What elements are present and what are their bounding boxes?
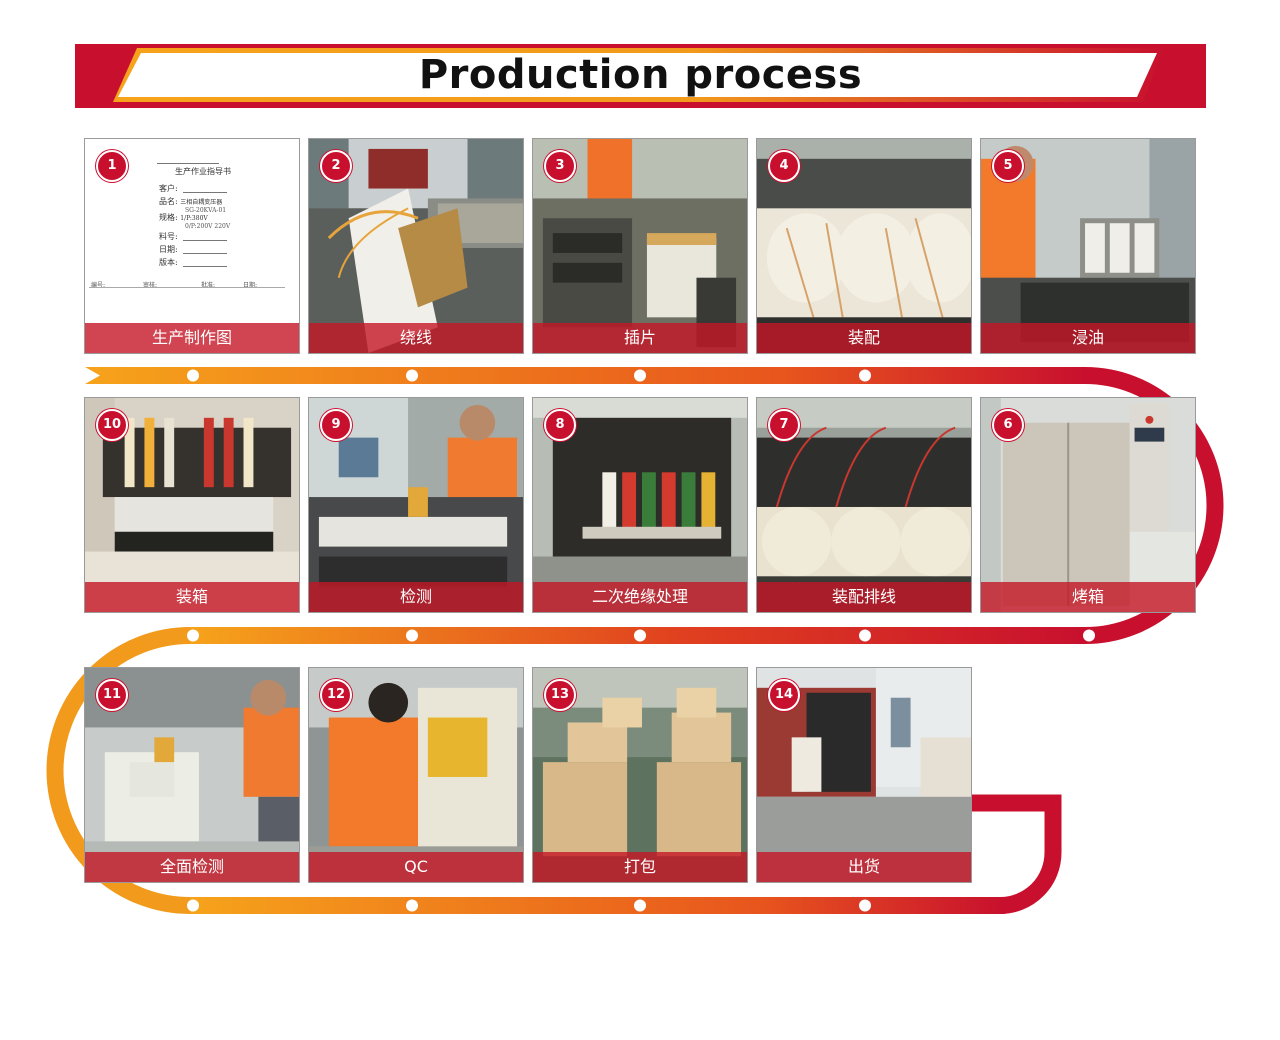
step-caption: 生产制作图 [85,323,299,353]
header-banner: Production process [75,44,1206,108]
step-6-tile: 6 烤箱 [980,397,1196,613]
document-row: 版本: [159,258,178,267]
step-9-tile: 9 检测 [308,397,524,613]
document-row: 客户: [159,184,178,193]
document-row-value: 0/P:200V 220V [185,223,231,230]
document-row: 日期: [159,245,178,254]
path-turn-left [46,627,191,914]
step-13-tile: 13 打包 [532,667,748,883]
step-number-badge: 11 [96,679,128,711]
step-caption: QC [309,852,523,882]
step-caption: 绕线 [309,323,523,353]
step-10-tile: 10 装箱 [84,397,300,613]
step-caption: 插片 [533,323,747,353]
step-number-badge: 4 [768,150,800,182]
step-number-badge: 7 [768,409,800,441]
step-caption: 烤箱 [981,582,1195,612]
path-end-hook [960,794,1062,914]
step-2-tile: 2 绕线 [308,138,524,354]
step-number-badge: 5 [992,150,1024,182]
step-number-badge: 3 [544,150,576,182]
step-14-tile: 14 出货 [756,667,972,883]
step-number-badge: 6 [992,409,1024,441]
path-turn-right [1084,367,1224,644]
step-number-badge: 9 [320,409,352,441]
step-caption: 全面检测 [85,852,299,882]
step-number-badge: 8 [544,409,576,441]
step-caption: 装配 [757,323,971,353]
banner-shape [75,44,1206,108]
step-5-tile: 5 浸油 [980,138,1196,354]
step-caption: 浸油 [981,323,1195,353]
step-7-tile: 7 装配排线 [756,397,972,613]
step-number-badge: 1 [96,150,128,182]
step-11-tile: 11 全面检测 [84,667,300,883]
step-12-tile: 12 QC [308,667,524,883]
step-number-badge: 12 [320,679,352,711]
document-row: 规格: 1/P:380V [159,213,208,222]
wiring-photo [757,398,971,612]
path-dots [187,369,1095,912]
step-caption: 检测 [309,582,523,612]
testing-photo [309,398,523,612]
step-caption: 装箱 [85,582,299,612]
document-row: 品名: 三相自耦变压器 [159,197,223,206]
step-1-tile: 生产作业指导书 客户: 品名: 三相自耦变压器 SG-20KVA-01 规格: … [84,138,300,354]
step-3-tile: 3 插片 [532,138,748,354]
document-row: 料号: [159,232,178,241]
document-row-value: SG-20KVA-01 [185,207,227,214]
step-number-badge: 14 [768,679,800,711]
step-number-badge: 13 [544,679,576,711]
shipping-photo [757,668,971,882]
step-8-tile: 8 二次绝缘处理 [532,397,748,613]
step-caption: 出货 [757,852,971,882]
page-title: Production process [418,52,863,98]
step-caption: 装配排线 [757,582,971,612]
step-caption: 打包 [533,852,747,882]
step-4-tile: 4 装配 [756,138,972,354]
step-number-badge: 10 [96,409,128,441]
step-caption: 二次绝缘处理 [533,582,747,612]
document-title: 生产作业指导书 [175,167,231,176]
step-number-badge: 2 [320,150,352,182]
path-segment-3 [190,897,1005,914]
path-segment-1 [85,367,1085,384]
